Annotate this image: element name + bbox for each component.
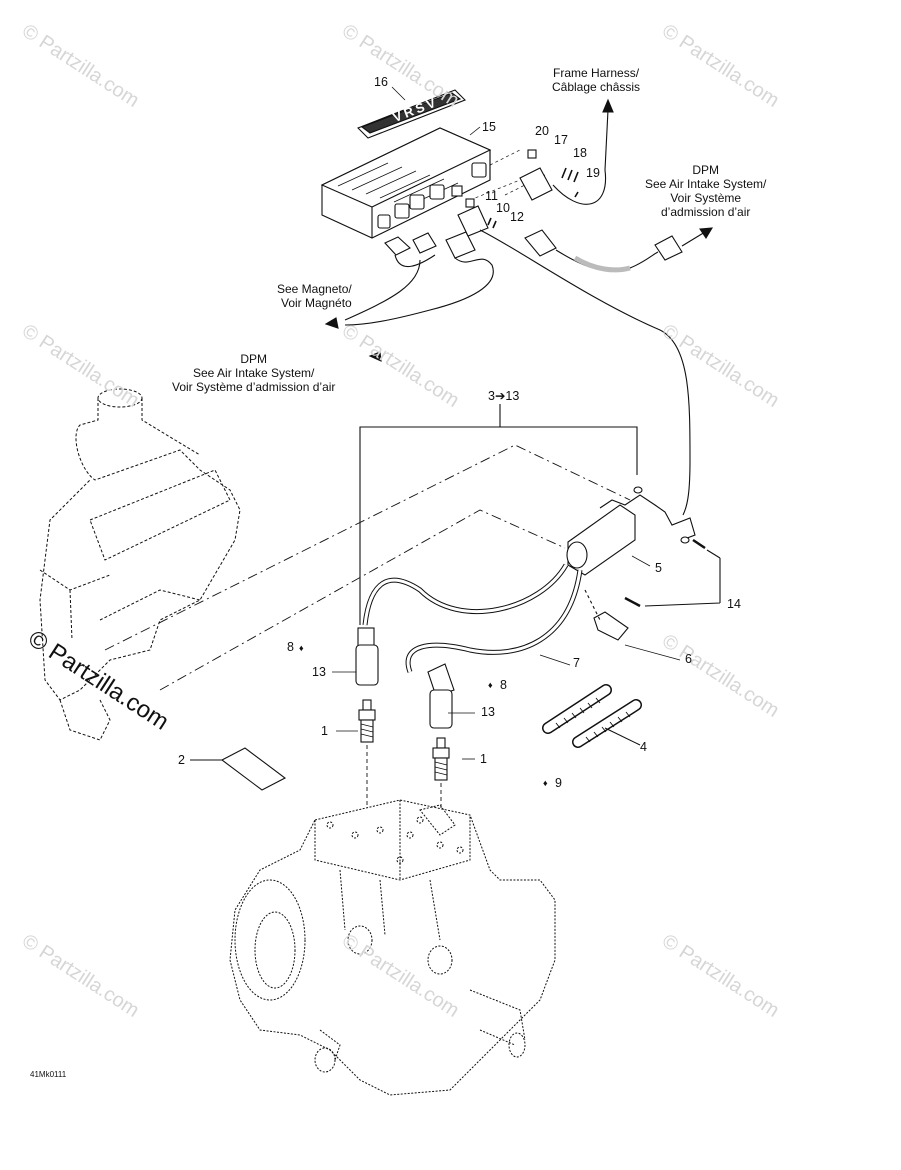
dpm-connector-right [524, 227, 714, 273]
decal-16 [357, 89, 466, 139]
part-number-1: 1 [321, 724, 328, 738]
drop-icon: ♦ [488, 680, 493, 690]
plug-cap-right [427, 663, 455, 729]
oil-tank [39, 388, 241, 741]
plug-cap-left [355, 627, 379, 686]
dashed-routing [104, 444, 631, 691]
coil-harness [479, 229, 691, 516]
grommet-6 [584, 589, 629, 641]
frame-harness-connector [519, 98, 614, 205]
part-number-13: 13 [481, 705, 495, 719]
part-number-4: 4 [640, 740, 647, 754]
engine [229, 799, 556, 1096]
callout-range-3-13: 3➔13 [488, 389, 520, 403]
part-number-8: 8 [287, 640, 294, 654]
callout-frame-harness: Frame Harness/ Câblage châssis [552, 66, 641, 94]
part-number-15: 15 [482, 120, 496, 134]
part-number-5: 5 [655, 561, 662, 575]
part-number-8: 8 [500, 678, 507, 692]
part-number-16: 16 [374, 75, 388, 89]
part-number-11: 11 [485, 189, 498, 203]
springs-4 [542, 684, 642, 748]
callout-dpm-left: DPM See Air Intake System/ Voir Système … [172, 352, 336, 394]
spark-plug-right [432, 737, 450, 781]
connector-10-11-12 [457, 198, 497, 237]
part-number-12: 12 [510, 210, 524, 224]
label-2 [190, 747, 287, 791]
connectors-magneto [344, 231, 494, 326]
part-number-13: 13 [312, 665, 326, 679]
diagram-code: 41Mk0111 [30, 1070, 67, 1079]
part-number-1: 1 [480, 752, 487, 766]
part-number-14: 14 [727, 597, 741, 611]
part-number-7: 7 [573, 656, 580, 670]
part-number-20: 20 [535, 124, 549, 138]
drop-icon: ♦ [299, 643, 304, 653]
ignition-coil-5 [566, 486, 696, 576]
drop-icon: ♦ [543, 778, 548, 788]
part-number-18: 18 [573, 146, 587, 160]
leaders [332, 86, 681, 760]
part-number-17: 17 [554, 133, 568, 147]
callout-magneto: See Magneto/ Voir Magnéto [277, 282, 352, 310]
spark-plug-left [358, 699, 376, 743]
ignition-wires-7 [362, 563, 583, 673]
ecu-module-15 [320, 127, 492, 239]
callout-dpm-right: DPM See Air Intake System/ Voir Système … [645, 163, 767, 219]
part-number-10: 10 [496, 201, 510, 215]
part-number-19: 19 [586, 166, 600, 180]
bracket-3-13 [359, 404, 638, 625]
screws-14 [624, 538, 721, 608]
part-number-2: 2 [178, 753, 185, 767]
part-number-9: 9 [555, 776, 562, 790]
part-number-6: 6 [685, 652, 692, 666]
